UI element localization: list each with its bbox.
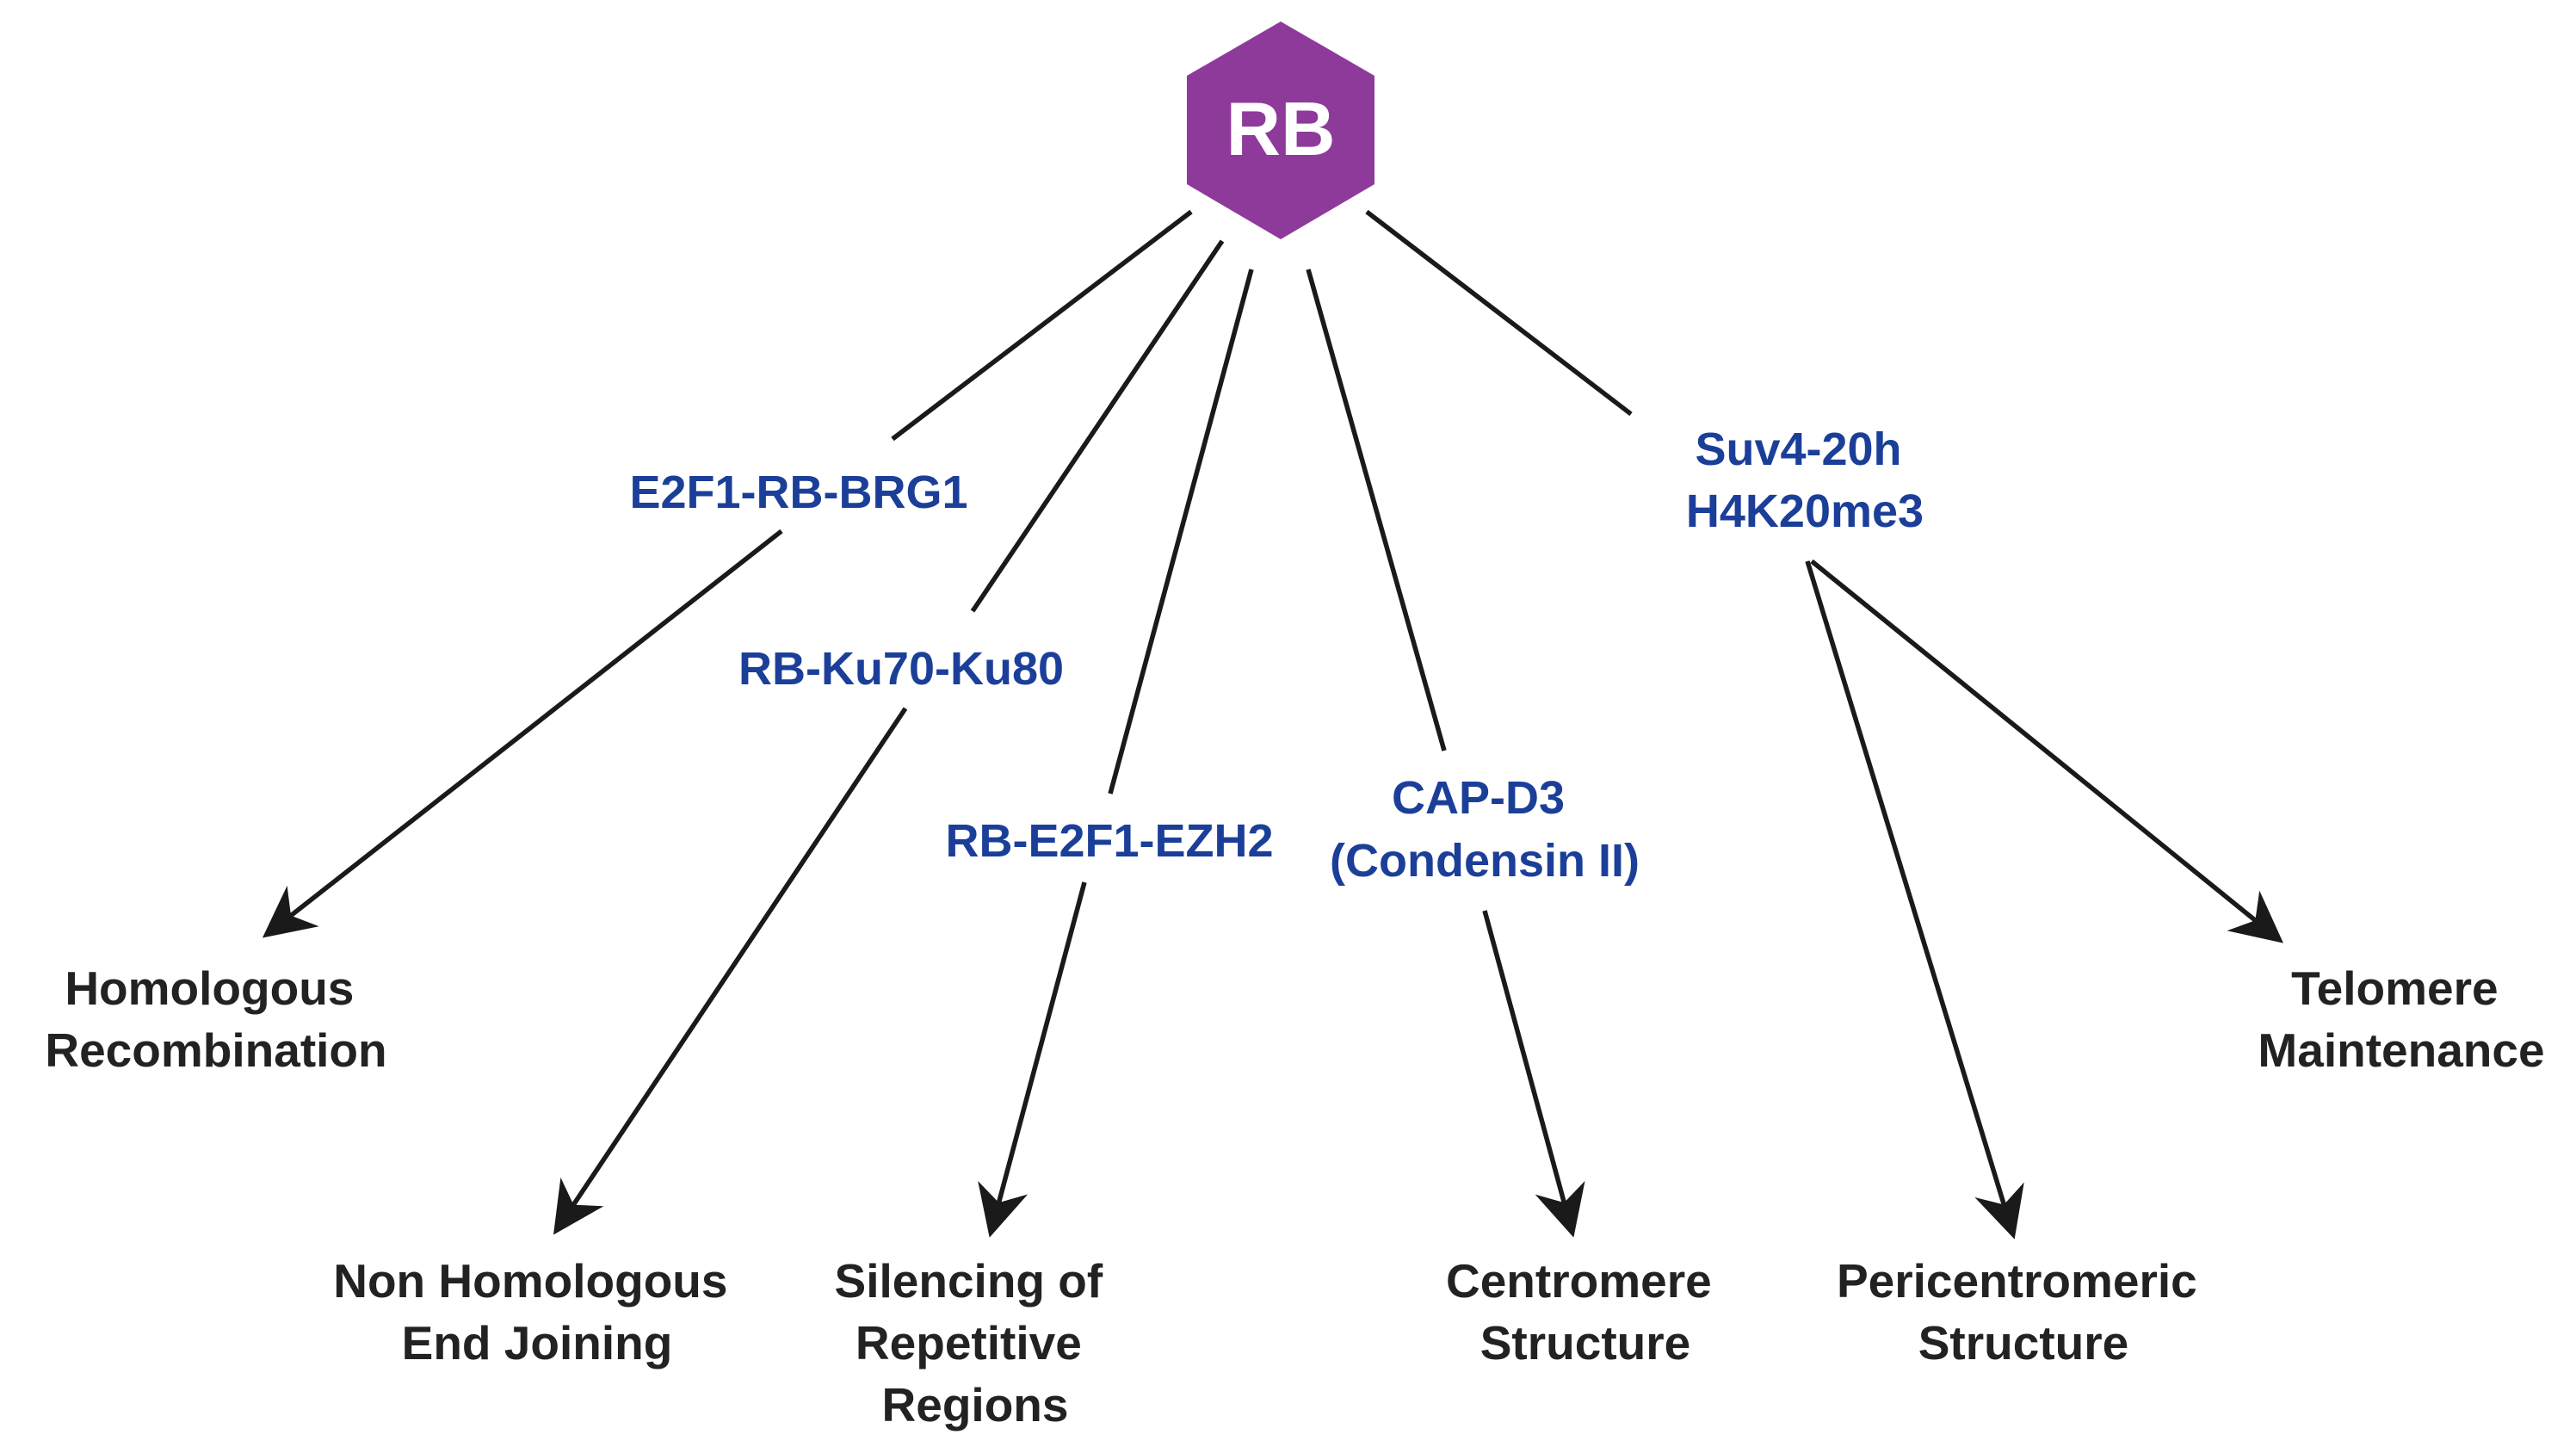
outcome-silencing-of-repetitive-regions: Silencing of Repetitive Regions: [835, 1254, 1116, 1431]
complex-rb-e2f1-ezh2: RB-E2F1-EZH2: [945, 815, 1273, 867]
arrow-suv-to-telomere: [1810, 559, 2283, 943]
arrow-e2f1-to-homologous-recombination: [262, 529, 783, 938]
arrow-ku-to-nhej: [553, 707, 908, 1235]
complex-e2f1-rb-brg1: E2F1-RB-BRG1: [629, 467, 967, 518]
rb-hub-label: RB: [1226, 86, 1335, 171]
complex-rb-ku70-ku80: RB-Ku70-Ku80: [738, 643, 1064, 695]
arrow-cap-d3-to-centromere: [1482, 910, 1585, 1238]
outcome-pericentromeric-structure: Pericentromeric Structure: [1837, 1254, 2210, 1370]
edge-hub-to-rb-ku70-ku80: [970, 239, 1225, 613]
outcome-non-homologous-end-joining: Non Homologous End Joining: [333, 1254, 741, 1370]
edge-hub-to-rb-e2f1-ezh2: [1108, 269, 1254, 795]
complex-suv4-20h-h4k20me3: Suv4-20h H4K20me3: [1686, 424, 1924, 537]
complex-cap-d3-condensin-ii: CAP-D3 (Condensin II): [1330, 772, 1640, 887]
rb-hexagon: [1187, 22, 1374, 239]
edge-hub-to-suv4-20h: [1365, 209, 1633, 417]
arrow-ezh2-to-silencing: [978, 881, 1087, 1238]
rb-hub: RB: [1187, 22, 1374, 239]
outcome-homologous-recombination: Homologous Recombination: [45, 961, 386, 1077]
arrow-suv-to-pericentromeric: [1805, 560, 2024, 1240]
outcome-centromere-structure: Centromere Structure: [1446, 1254, 1725, 1370]
edge-hub-to-e2f1-rb-brg1: [891, 209, 1193, 442]
edge-hub-to-cap-d3: [1306, 269, 1447, 751]
outcome-telomere-maintenance: Telomere Maintenance: [2258, 961, 2544, 1077]
